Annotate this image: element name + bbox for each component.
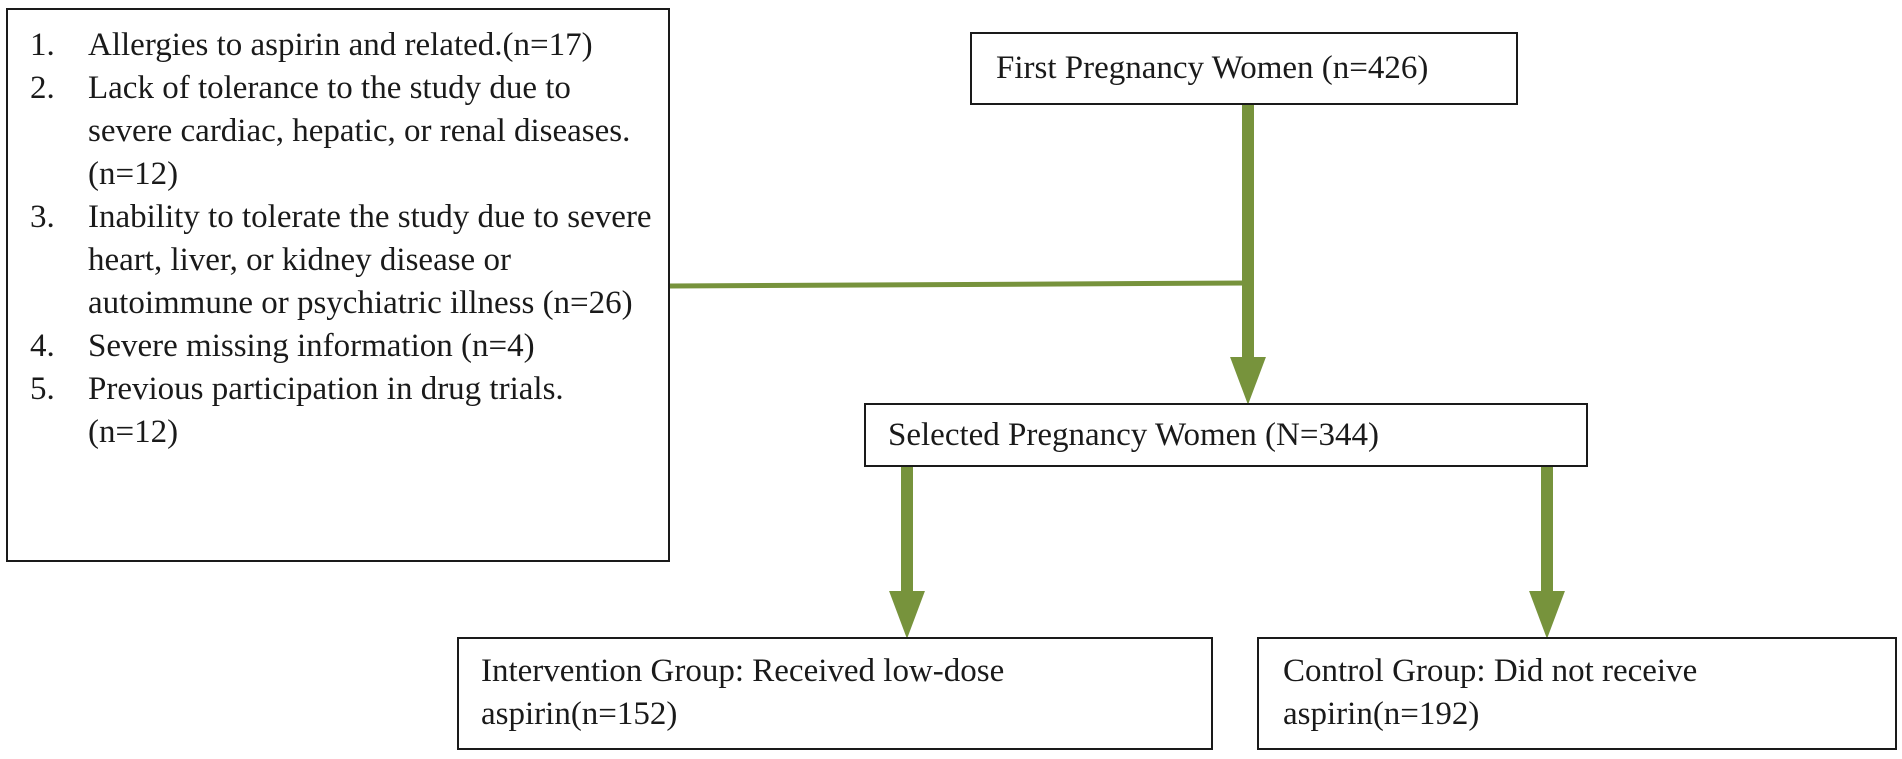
exclusion-item-text: Previous participation in drug trials. (… (88, 371, 564, 450)
intervention-group-label: Intervention Group: Received low-dose as… (481, 653, 1005, 732)
exclusion-item-number: 1. (30, 27, 55, 63)
exclusion-item-number: 3. (30, 199, 55, 235)
exclusion-item: 5. Previous participation in drug trials… (30, 368, 658, 454)
exclusion-item-text: Allergies to aspirin and related.(n=17) (88, 27, 593, 63)
exclusion-item: 4. Severe missing information (n=4) (30, 325, 658, 368)
exclusion-item: 2. Lack of tolerance to the study due to… (30, 67, 658, 196)
exclusion-item-number: 4. (30, 328, 55, 364)
control-group-box: Control Group: Did not receive aspirin(n… (1257, 637, 1897, 750)
intervention-group-box: Intervention Group: Received low-dose as… (457, 637, 1213, 750)
exclusion-item: 3. Inability to tolerate the study due t… (30, 196, 658, 325)
first-pregnancy-label: First Pregnancy Women (n=426) (996, 50, 1429, 86)
exclusion-item: 1. Allergies to aspirin and related.(n=1… (30, 24, 658, 67)
exclusion-item-text: Severe missing information (n=4) (88, 328, 535, 364)
exclusion-item-text: Inability to tolerate the study due to s… (88, 199, 652, 321)
selected-pregnancy-label: Selected Pregnancy Women (N=344) (888, 417, 1379, 453)
selected-pregnancy-box: Selected Pregnancy Women (N=344) (864, 403, 1588, 467)
exclusion-list: 1. Allergies to aspirin and related.(n=1… (30, 24, 658, 454)
control-group-label: Control Group: Did not receive aspirin(n… (1283, 653, 1698, 732)
connector-exclusion-branch (669, 280, 1249, 289)
first-pregnancy-box: First Pregnancy Women (n=426) (970, 32, 1518, 105)
exclusion-item-text: Lack of tolerance to the study due to se… (88, 70, 631, 192)
exclusion-item-number: 2. (30, 70, 55, 106)
exclusion-item-number: 5. (30, 371, 55, 407)
exclusion-criteria-box: 1. Allergies to aspirin and related.(n=1… (6, 8, 670, 562)
